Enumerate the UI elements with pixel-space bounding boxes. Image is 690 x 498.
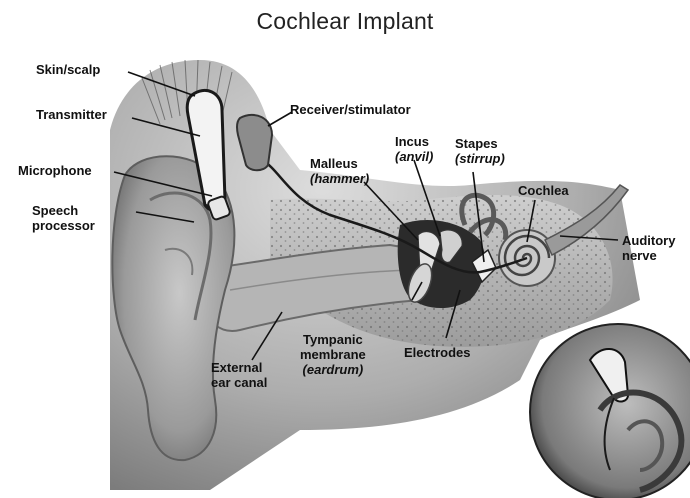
- label-receiver-stimulator: Receiver/stimulator: [290, 102, 411, 117]
- label-auditory-nerve-line1: Auditory: [622, 233, 675, 248]
- label-speech-processor-line1: Speech: [32, 203, 95, 218]
- label-tympanic-common: (eardrum): [300, 362, 366, 377]
- label-microphone: Microphone: [18, 163, 92, 178]
- label-speech-processor-line2: processor: [32, 218, 95, 233]
- label-external-canal-line1: External: [211, 360, 267, 375]
- label-external-canal-line2: ear canal: [211, 375, 267, 390]
- label-transmitter: Transmitter: [36, 107, 107, 122]
- label-incus-common: (anvil): [395, 149, 433, 164]
- label-speech-processor: Speech processor: [32, 203, 95, 233]
- label-stapes: Stapes (stirrup): [455, 136, 505, 166]
- label-incus-name: Incus: [395, 134, 433, 149]
- label-skin-scalp: Skin/scalp: [36, 62, 100, 77]
- label-tympanic-line1: Tympanic: [300, 332, 366, 347]
- inset-closeup: [530, 324, 690, 498]
- label-incus: Incus (anvil): [395, 134, 433, 164]
- label-tympanic-membrane: Tympanic membrane (eardrum): [300, 332, 366, 377]
- label-malleus-common: (hammer): [310, 171, 369, 186]
- label-external-ear-canal: External ear canal: [211, 360, 267, 390]
- label-stapes-name: Stapes: [455, 136, 505, 151]
- label-malleus-name: Malleus: [310, 156, 369, 171]
- label-electrodes: Electrodes: [404, 345, 470, 360]
- label-stapes-common: (stirrup): [455, 151, 505, 166]
- label-auditory-nerve-line2: nerve: [622, 248, 675, 263]
- label-tympanic-line2: membrane: [300, 347, 366, 362]
- label-malleus: Malleus (hammer): [310, 156, 369, 186]
- label-auditory-nerve: Auditory nerve: [622, 233, 675, 263]
- diagram-title: Cochlear Implant: [0, 8, 690, 35]
- label-cochlea: Cochlea: [518, 183, 569, 198]
